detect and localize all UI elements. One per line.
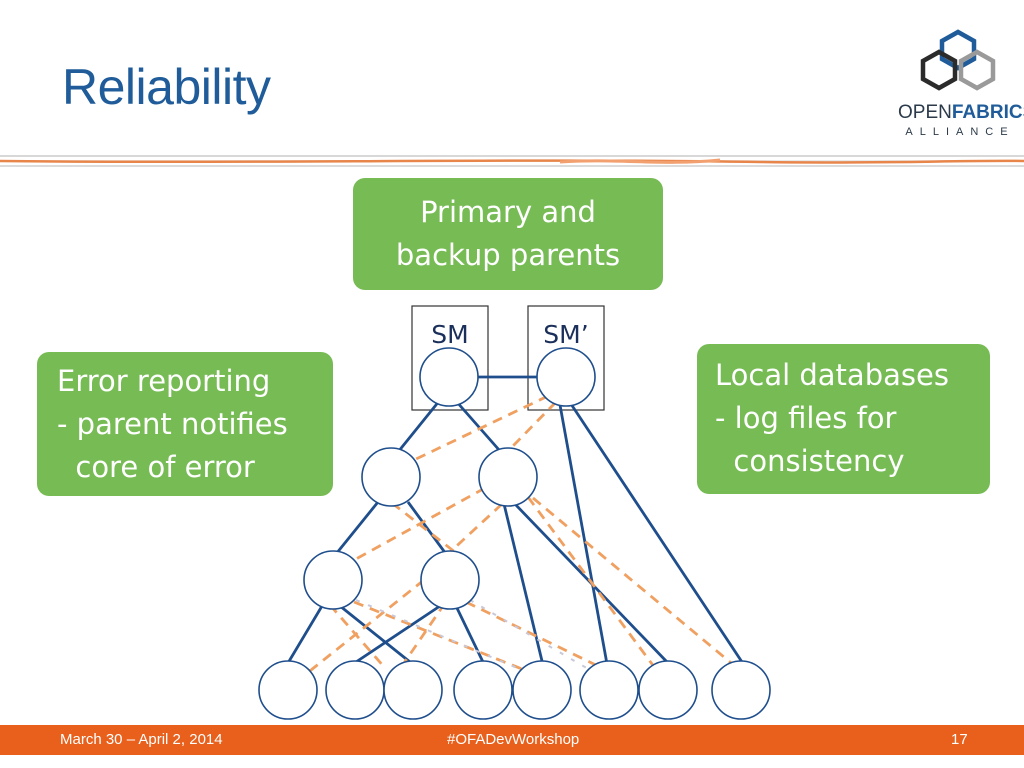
sm-node [419,347,479,407]
tree-node [478,447,538,507]
openfabrics-logo: OPENFABRICS ALLIANCE [898,28,1024,148]
footer-bar: March 30 – April 2, 2014 #OFADevWorkshop… [0,725,1024,755]
logo-alliance: ALLIANCE [905,126,1015,138]
backup-links [305,394,737,676]
leaf-node [258,660,318,720]
leaf-node [325,660,385,720]
leaf-node [579,660,639,720]
callout-error-reporting: Error reporting - parent notifies core o… [37,352,333,496]
primary-links [286,375,744,665]
sm-backup-node [536,347,596,407]
callout-line: Error reporting [57,364,271,398]
tree-node [420,550,480,610]
leaf-node [638,660,698,720]
tree-node [303,550,363,610]
callout-line: - log files for [715,401,897,435]
logo-wordmark: OPENFABRICS [898,102,1024,124]
callout-line: Primary and [420,195,596,229]
callout-local-databases: Local databases - log files for consiste… [697,344,990,494]
backup-links-grey [355,599,591,671]
page-number: 17 [951,731,968,748]
hexagon-logo-icon [920,29,996,91]
leaf-node [512,660,572,720]
callout-primary-backup-parents: Primary and backup parents [353,178,663,290]
leaf-node [711,660,771,720]
sm-label: SM [431,320,468,349]
logo-open: OPEN [898,102,952,123]
title-divider-rule [0,155,1024,167]
footer-date: March 30 – April 2, 2014 [60,731,223,748]
leaf-node [453,660,513,720]
slide-title: Reliability [62,59,271,115]
callout-line: - parent notifies [57,407,288,441]
leaf-node [383,660,443,720]
callout-line: backup parents [395,238,621,272]
callout-line: Local databases [715,358,949,392]
tree-node [361,447,421,507]
footer-hashtag: #OFADevWorkshop [447,731,580,748]
callout-line: core of error [57,450,255,484]
sm-backup-label: SM’ [543,320,588,349]
logo-fabrics: FABRICS [951,102,1024,123]
tree-nodes [258,347,771,720]
callout-line: consistency [715,444,905,478]
